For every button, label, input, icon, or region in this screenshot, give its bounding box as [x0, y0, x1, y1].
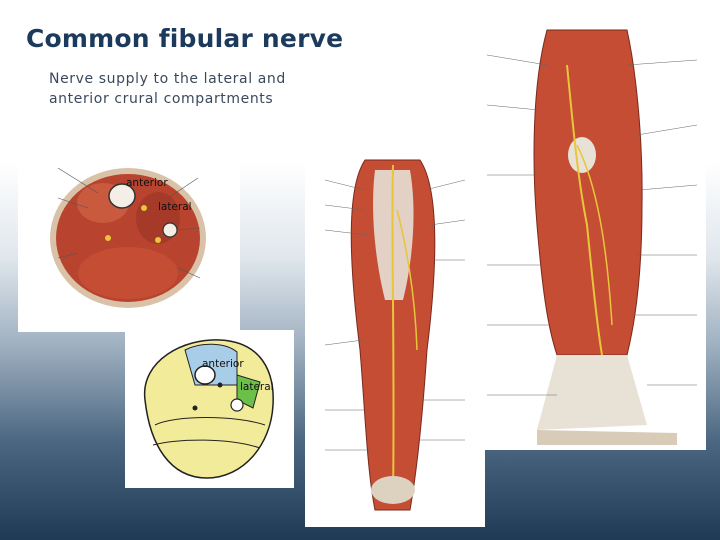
slide-subtitle: Nerve supply to the lateral and anterior… [49, 71, 286, 107]
lateral-leg-illustration [477, 25, 706, 450]
anterior-label-bottom: anterior [202, 358, 244, 370]
posterior-leg-drawing [324, 159, 466, 511]
posterior-leg-illustration [305, 150, 485, 527]
cross-section-schematic-bottom: anterior lateral [125, 330, 294, 488]
lateral-label-top: lateral [158, 201, 192, 213]
lateral-label-bottom: lateral [240, 381, 274, 393]
lateral-leg-drawing [486, 29, 698, 445]
slide-title: Common fibular nerve [26, 24, 344, 53]
leg-cross-section-drawing [50, 167, 206, 308]
cross-section-illustration-top: anterior lateral [18, 138, 240, 332]
anterior-label-top: anterior [126, 177, 168, 189]
compartment-schematic-drawing [144, 339, 274, 479]
